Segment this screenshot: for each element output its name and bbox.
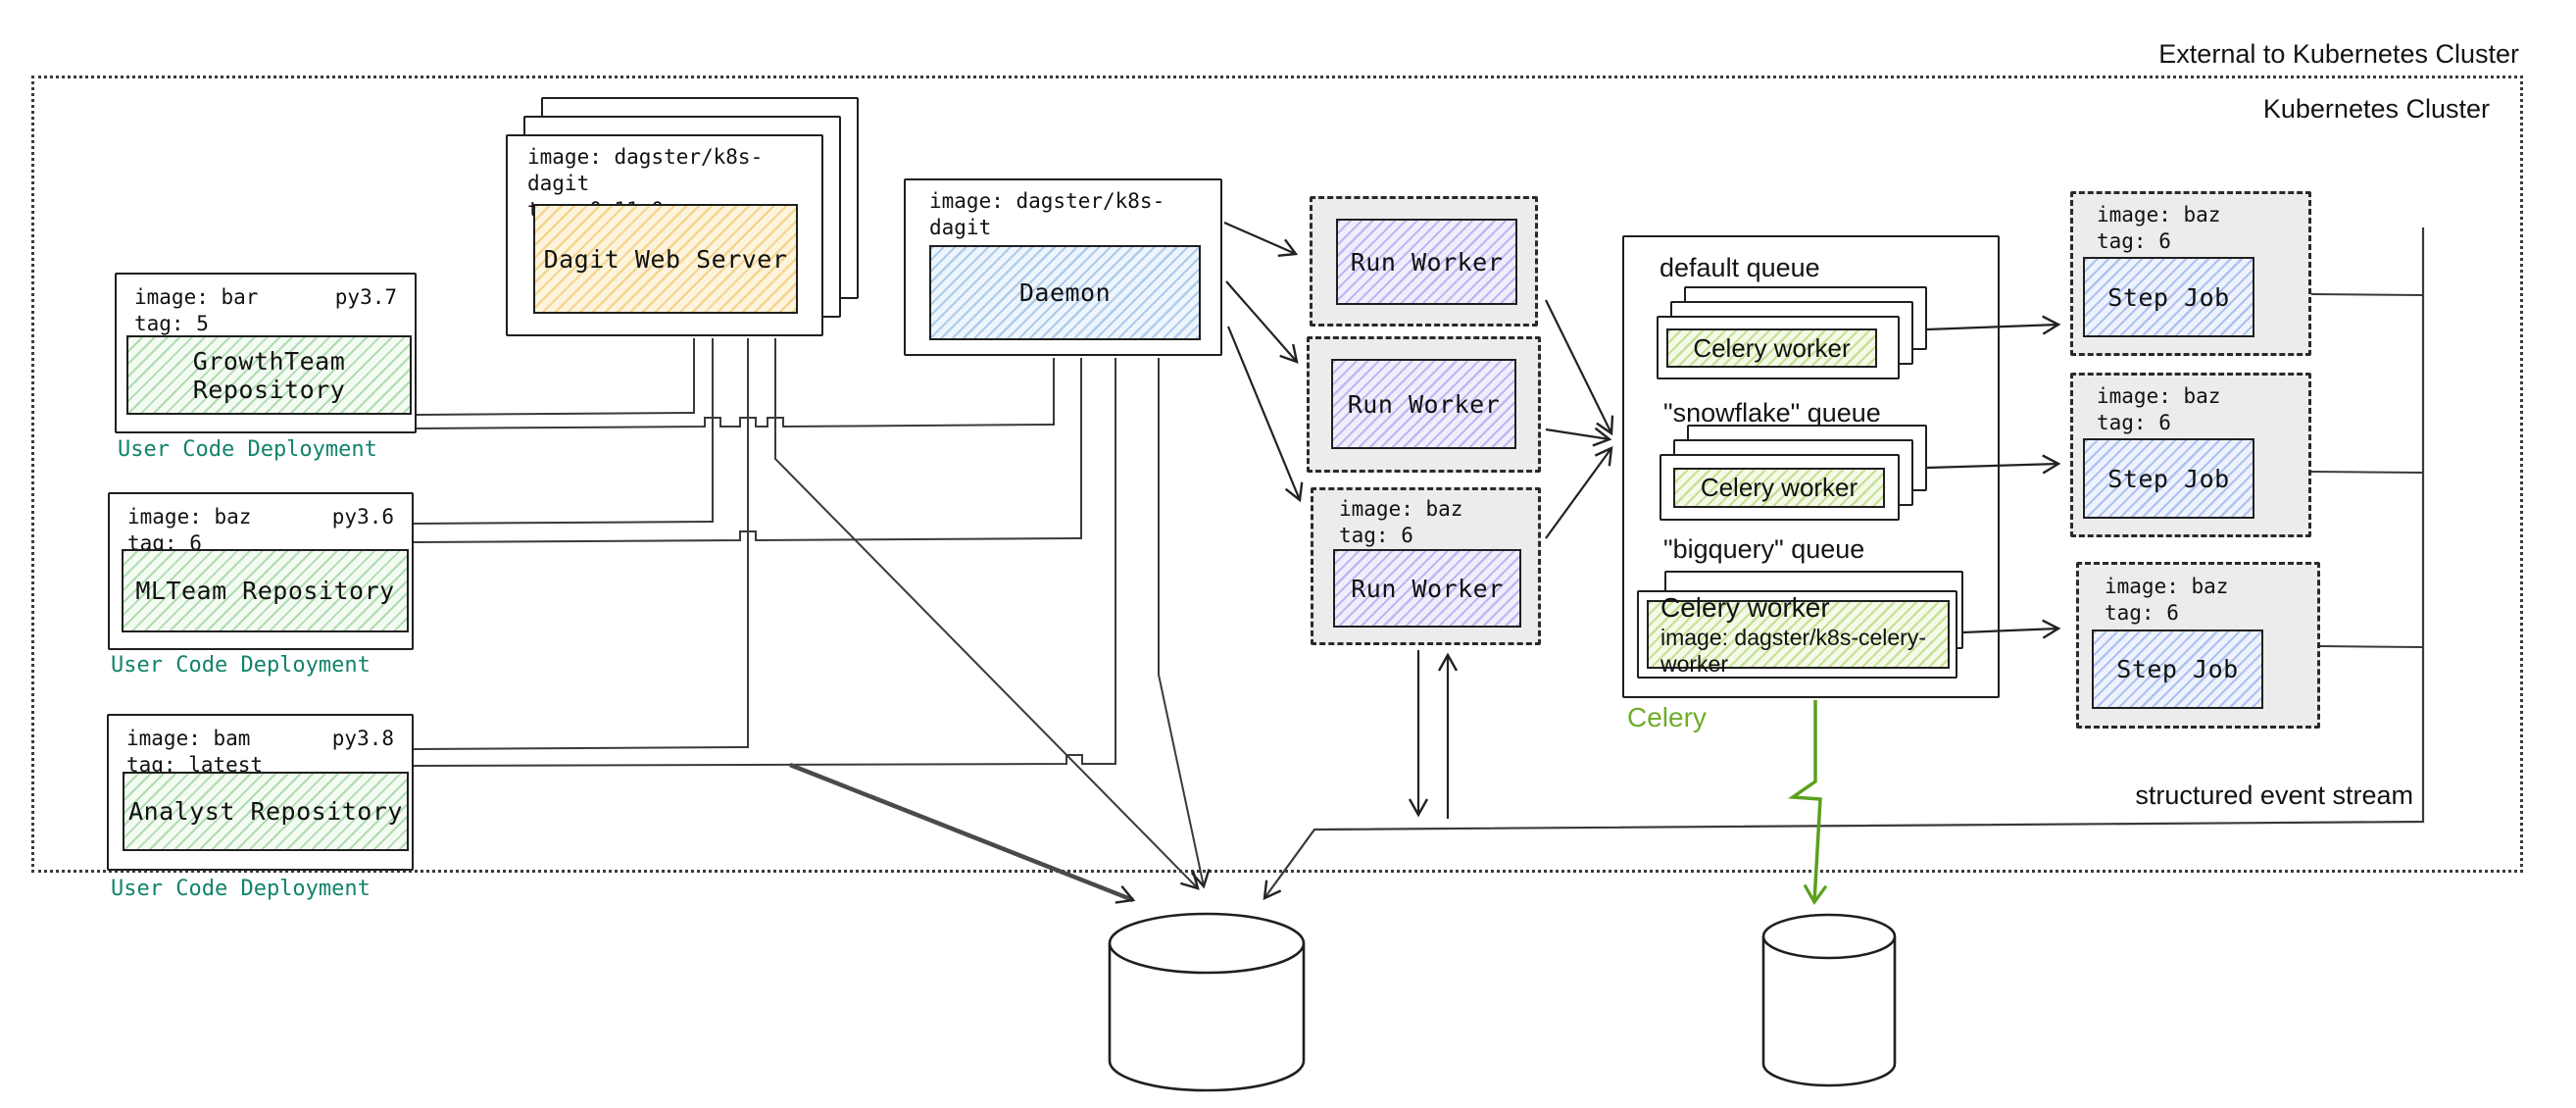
run-worker-3-pod: image: baz tag: 6 Run Worker (1311, 487, 1541, 645)
run-worker-2-node: Run Worker (1331, 359, 1516, 449)
run-worker-3-node: Run Worker (1333, 549, 1521, 628)
image-label: image: dagster/k8s-dagit (527, 145, 764, 195)
user-code-deployment-analyst: image: bam py3.8 tag: latest Analyst Rep… (107, 714, 414, 871)
tag-label: tag: 5 (134, 312, 209, 335)
mlteam-repository-node: MLTeam Repository (122, 549, 409, 632)
celery-worker-title: Celery worker (1693, 332, 1851, 363)
repository-title: GrowthTeam Repository (192, 346, 346, 404)
step-job-2-pod: image: baz tag: 6 Step Job (2070, 373, 2311, 537)
event-stream-label: structured event stream (2135, 781, 2413, 810)
external-cluster-label: External to Kubernetes Cluster (2158, 39, 2519, 69)
celery-worker-bigquery-node: Celery worker image: dagster/k8s-celery-… (1647, 592, 1950, 677)
python-version-label: py3.7 (334, 285, 397, 309)
celery-worker-bigquery-pod: Celery worker image: dagster/k8s-celery-… (1637, 590, 1957, 679)
celery-worker-snowflake-node: Celery worker (1673, 468, 1885, 508)
python-version-label: py3.6 (331, 505, 394, 529)
growthteam-repository-node: GrowthTeam Repository (126, 335, 412, 415)
step-job-1-node: Step Job (2083, 257, 2254, 337)
tag-label: tag: 6 (1339, 524, 1413, 547)
repository-title: Analyst Repository (128, 797, 403, 826)
run-worker-1-node: Run Worker (1336, 219, 1517, 305)
image-label: image: bam (126, 727, 251, 750)
daemon-title: Daemon (1018, 278, 1112, 307)
celery-worker-default-node: Celery worker (1666, 328, 1877, 368)
repository-title: MLTeam Repository (135, 577, 395, 605)
image-label: image: baz (1339, 497, 1463, 521)
daemon-node: Daemon (929, 245, 1201, 340)
postgresql-label: PostgreSQL (1131, 1002, 1282, 1032)
celery-worker-default-pod: Celery worker (1657, 316, 1900, 379)
celery-worker-title: Celery worker (1700, 473, 1858, 502)
image-label: image: baz (2105, 575, 2229, 598)
tag-label: tag: 6 (2097, 229, 2171, 253)
user-code-deployment-label-3: User Code Deployment (111, 877, 371, 901)
dagit-web-server-pod: image: dagster/k8s-dagit tag: 0.11.0 Dag… (506, 134, 823, 336)
default-queue-label: default queue (1660, 253, 1820, 282)
user-code-deployment-growthteam: image: bar py3.7 tag: 5 GrowthTeam Repos… (115, 273, 417, 433)
run-worker-title: Run Worker (1347, 389, 1501, 419)
celery-worker-title: Celery worker (1660, 592, 1830, 623)
run-worker-title: Run Worker (1351, 574, 1504, 603)
python-version-label: py3.8 (331, 727, 394, 750)
user-code-deployment-label-2: User Code Deployment (111, 653, 371, 678)
redis-label: Redis (1794, 988, 1865, 1019)
kubernetes-cluster-label: Kubernetes Cluster (2262, 94, 2490, 124)
celery-worker-snowflake-pod: Celery worker (1660, 454, 1900, 521)
image-label: image: baz (2097, 384, 2221, 408)
tag-label: tag: 6 (2097, 411, 2171, 434)
user-code-deployment-mlteam: image: baz py3.6 tag: 6 MLTeam Repositor… (108, 492, 414, 650)
image-label: image: baz (2097, 203, 2221, 227)
step-job-2-node: Step Job (2083, 438, 2254, 519)
image-label: image: baz (127, 505, 252, 529)
step-job-title: Step Job (2107, 464, 2230, 493)
tag-label: tag: 6 (2105, 601, 2179, 625)
step-job-3-pod: image: baz tag: 6 Step Job (2076, 562, 2320, 729)
run-worker-1-pod: Run Worker (1310, 196, 1538, 327)
dagit-web-server-node: Dagit Web Server (533, 204, 798, 314)
image-label: image: dagster/k8s-dagit (929, 189, 1165, 239)
celery-worker-image-label: image: dagster/k8s-celery-worker (1660, 625, 1926, 677)
image-label: image: bar (134, 285, 259, 309)
step-job-title: Step Job (2107, 282, 2230, 312)
daemon-pod: image: dagster/k8s-dagit tag: 0.11.0 Dae… (904, 178, 1222, 356)
analyst-repository-node: Analyst Repository (123, 772, 409, 851)
step-job-title: Step Job (2116, 655, 2239, 683)
bigquery-queue-label: "bigquery" queue (1663, 534, 1865, 564)
run-worker-2-pod: Run Worker (1307, 336, 1541, 473)
step-job-3-node: Step Job (2092, 630, 2263, 709)
step-job-1-pod: image: baz tag: 6 Step Job (2070, 191, 2311, 356)
run-worker-title: Run Worker (1350, 247, 1504, 277)
dagit-title: Dagit Web Server (543, 244, 788, 274)
celery-label: Celery (1627, 702, 1707, 732)
user-code-deployment-label-1: User Code Deployment (118, 437, 377, 462)
